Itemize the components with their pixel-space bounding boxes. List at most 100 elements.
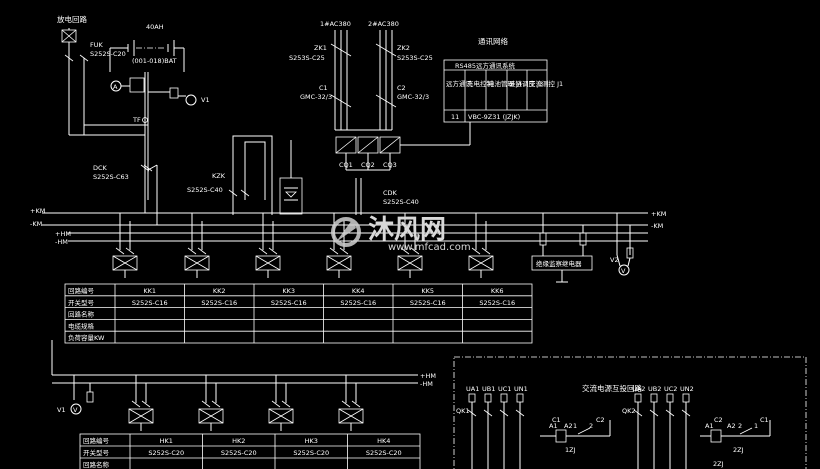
relay2-a2: A2 [727, 422, 736, 430]
watermark-main: 沐风网 [368, 215, 446, 245]
ammeter-symbol [110, 72, 149, 200]
ac-terminal-right-switch [649, 409, 659, 417]
zk1-model: S253S-C25 [289, 54, 325, 62]
insulation-monitor-label: 绝缘监察继电器 [536, 259, 582, 268]
bus-label-km-minus: -KM [30, 220, 42, 228]
ac-terminal-left-box [468, 393, 476, 403]
kk-col-id: KK4 [352, 287, 365, 295]
dck-model: S252S-C63 [93, 173, 129, 181]
battery-model: (001-018)BAT [132, 57, 177, 65]
zk2-label: ZK2 [397, 44, 410, 52]
ac-terminal-left-label: UN1 [514, 385, 528, 393]
battery-capacity: 40AH [146, 23, 164, 31]
voltmeter-v2-label: V2 [610, 256, 619, 264]
hk-col-id: HK2 [232, 437, 245, 445]
voltmeter-v1b-label: V1 [57, 406, 66, 414]
ac-terminal-left-label: UB1 [482, 385, 495, 393]
hk-circuit-table: 回路编号开关型号回路名称HK1S252S-C20HK2S252S-C20HK3S… [79, 433, 421, 469]
ac-terminal-right-box [650, 393, 658, 403]
dck-breaker-symbol [140, 164, 158, 225]
ac-terminal-left-switch [499, 409, 509, 417]
kk-row-header: 电缆规格 [68, 321, 95, 330]
comm-cell-charge: 充电控制 [467, 79, 494, 88]
hk-col-id: HK1 [160, 437, 173, 445]
hk-feeder-3 [268, 375, 294, 431]
kk-col-id: KK5 [421, 287, 434, 295]
hk-col-model: S252S-C20 [293, 449, 329, 457]
ac-switch-title: 交流电源互投回路 [582, 383, 642, 393]
kk-col-model: S252S-C16 [271, 299, 307, 307]
discharge-circuit-title: 放电回路 [57, 14, 87, 24]
voltmeter-v1b-symbol [70, 375, 94, 415]
comm-cell-battery: 电池管理 J4 [488, 79, 522, 88]
relay2-term-2: 2 [738, 422, 742, 430]
kk-col-model: S252S-C16 [410, 299, 446, 307]
relay1-c2: C2 [596, 416, 605, 424]
kzk-label: KZK [212, 172, 226, 180]
cq1-label: CQ1 [339, 161, 353, 169]
tf-test-point [142, 117, 148, 123]
relay2-label-b: 2ZJ [713, 460, 724, 468]
bus-label-hm-plus: +HM [55, 230, 71, 238]
comm-row-model: VBC-9Z31 (JZJK) [468, 113, 520, 121]
cdk-model: S252S-C40 [383, 198, 419, 206]
hk-col-id: HK3 [305, 437, 318, 445]
comm-cell-ac: 交流测控 J1 [529, 79, 563, 88]
zk1-label: ZK1 [314, 44, 327, 52]
hk-col-model: S252S-C20 [221, 449, 257, 457]
voltmeter-v2-symbol [616, 213, 634, 276]
relay2-term-1: 1 [754, 422, 758, 430]
bus-label-hm-minus: -HM [55, 238, 68, 246]
comm-system: RS485远方通讯系统 [455, 61, 516, 70]
battery-symbol [109, 40, 185, 72]
fuse-model: S252S-C20 [90, 50, 126, 58]
ac-terminal-left-label: UA1 [466, 385, 479, 393]
kk-col-id: KK6 [491, 287, 504, 295]
ac-terminal-right-box [634, 393, 642, 403]
kk-col-model: S252S-C16 [201, 299, 237, 307]
voltmeter-v1-symbol [148, 87, 197, 106]
ac2-label: 2#AC380 [368, 20, 399, 28]
kk-feeder-group [112, 213, 494, 278]
ac-relay-wiring [540, 420, 771, 443]
ac-terminal-right-label: UB2 [648, 385, 661, 393]
hk-col-model: S252S-C20 [148, 449, 184, 457]
kk-feeder-2 [184, 213, 210, 278]
ac-terminal-right-switch [665, 409, 675, 417]
kzk-model: S252S-C40 [187, 186, 223, 194]
ac-terminal-left-box [500, 393, 508, 403]
kk-feeder-3 [255, 213, 281, 278]
ac-terminal-right-label: UC2 [664, 385, 677, 393]
kk-col-id: KK2 [213, 287, 226, 295]
ac-terminal-right-label: UN2 [680, 385, 694, 393]
voltmeter-v1-label: V1 [201, 96, 210, 104]
relay1-a1: A1 [549, 422, 558, 430]
diode-box-symbol [279, 140, 303, 215]
ac-terminal-left-switch [515, 409, 525, 417]
qk2-label: QK2 [622, 407, 636, 415]
charger-modules [335, 122, 471, 215]
hk-row-header: 回路名称 [83, 460, 110, 469]
ac-terminal-right-label: UA2 [632, 385, 645, 393]
bus-label-km-plus: +KM [30, 207, 45, 215]
bus2-label-minus: -HM [420, 380, 433, 388]
cq2-label: CQ2 [361, 161, 375, 169]
fuse-label: FUK [90, 41, 103, 49]
ac-terminal-left-label: UC1 [498, 385, 511, 393]
ac-terminal-right-switch [633, 409, 643, 417]
ac-input-lines [330, 30, 397, 130]
watermark-url: www.mfcad.com [388, 242, 471, 253]
insulation-monitor-symbol [531, 213, 593, 283]
cdk-label: CDK [383, 189, 398, 197]
watermark-logo-icon [331, 217, 361, 247]
relay2-c2: C2 [714, 416, 723, 424]
zk2-model: S253S-C25 [397, 54, 433, 62]
c2-model: GMC-32/3 [397, 93, 429, 101]
ac-terminal-left-box [484, 393, 492, 403]
relay2-label: 2ZJ [733, 446, 744, 454]
ac1-label: 1#AC380 [320, 20, 351, 28]
kk-feeder-6 [468, 213, 494, 278]
kk-col-id: KK1 [143, 287, 156, 295]
secondary-bus [51, 340, 418, 384]
relay2-a1: A1 [705, 422, 714, 430]
